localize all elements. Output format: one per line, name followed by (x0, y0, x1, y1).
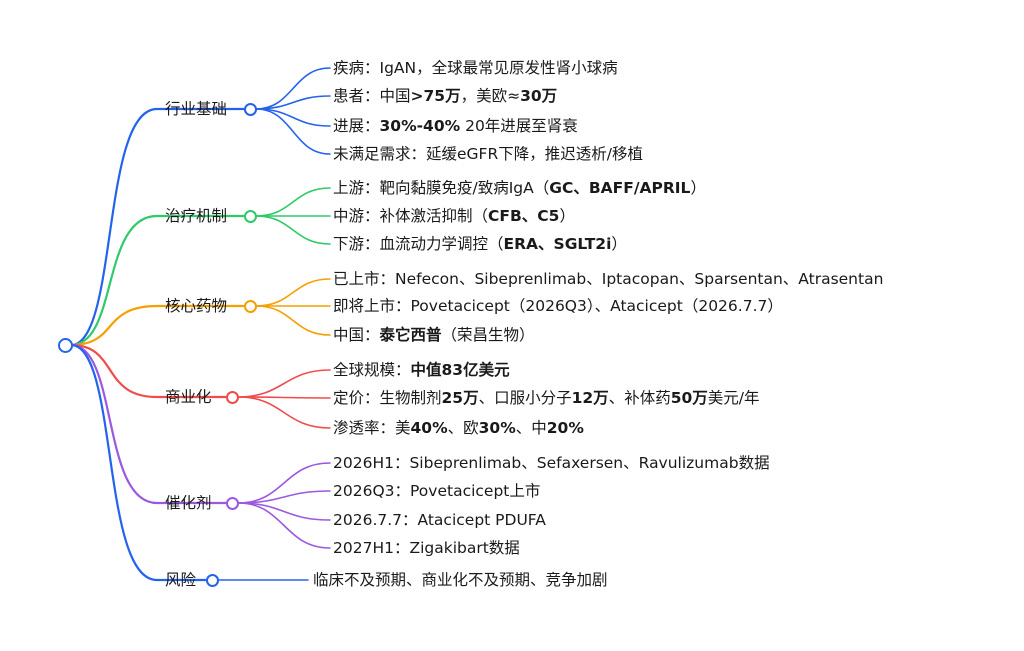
leaf-text: 进展： (333, 117, 380, 135)
leaf-text: 中国： (333, 326, 380, 344)
leaf-text: 疾病：IgAN，全球最常见原发性肾小球病 (333, 59, 618, 77)
leaf-text: 美元/年 (707, 389, 760, 407)
leaf-text-bold: 30万 (520, 87, 558, 105)
branch-node-1[interactable] (244, 210, 257, 223)
leaf-edge-0-1 (255, 95, 331, 110)
leaf-text: 已上市：Nefecon、Sibeprenlimab、Iptacopan、Spar… (333, 270, 884, 288)
leaf-text: ） (611, 235, 627, 253)
leaf-text-bold: ERA、SGLT2i (503, 235, 612, 253)
leaf-text: 即将上市：Povetacicept（2026Q3）、Atacicept（2026… (333, 297, 783, 315)
leaf-edge-0-3 (255, 108, 331, 155)
leaf-edge-3-2 (237, 396, 331, 429)
branch-node-4[interactable] (226, 497, 239, 510)
leaf-edge-3-0 (237, 369, 331, 398)
leaf-text: 、中 (515, 419, 547, 437)
leaf-edge-1-2 (255, 215, 331, 245)
branch-node-0[interactable] (244, 103, 257, 116)
leaf-edge-4-3 (237, 502, 331, 549)
leaf-text-bold: CFB、C5 (488, 207, 560, 225)
leaf-item: 上游：靶向黏膜免疫/致病IgA（GC、BAFF/APRIL） (333, 178, 706, 198)
branch-edge-4 (69, 343, 228, 505)
leaf-item: 定价：生物制剂25万、口服小分子12万、补体药50万美元/年 (333, 388, 760, 408)
leaf-item: 2026Q3：Povetacicept上市 (333, 481, 540, 501)
leaf-item: 渗透率：美40%、欧30%、中20% (333, 418, 584, 438)
leaf-text-bold: 30% (478, 419, 516, 437)
branch-label-0: 行业基础 (165, 100, 228, 118)
leaf-text: 定价：生物制剂 (333, 389, 442, 407)
leaf-text: 2026.7.7：Atacicept PDUFA (333, 511, 546, 529)
leaf-text-bold: 20% (546, 419, 584, 437)
leaf-text: （荣昌生物） (441, 326, 535, 344)
leaf-text-bold: 50万 (670, 389, 708, 407)
branch-label-4: 催化剂 (165, 494, 212, 512)
leaf-item: 2026H1：Sibeprenlimab、Sefaxersen、Ravulizu… (333, 453, 770, 473)
leaf-text: ） (690, 179, 706, 197)
leaf-text-bold: 中值83亿美元 (410, 361, 510, 379)
leaf-text: ） (559, 207, 575, 225)
root-node[interactable] (58, 338, 73, 353)
leaf-text: 2026Q3：Povetacicept上市 (333, 482, 541, 500)
leaf-edge-3-1 (237, 396, 331, 399)
leaf-text-bold: 25万 (441, 389, 479, 407)
leaf-text: 20年进展至肾衰 (460, 117, 578, 135)
leaf-text: 临床不及预期、商业化不及预期、竞争加剧 (313, 571, 608, 589)
leaf-item: 进展：30%-40% 20年进展至肾衰 (333, 116, 578, 136)
leaf-edge-2-0 (255, 278, 331, 307)
leaf-text: 中游：补体激活抑制（ (333, 207, 489, 225)
leaf-text: 、口服小分子 (478, 389, 572, 407)
leaf-text: 、欧 (447, 419, 479, 437)
leaf-item: 临床不及预期、商业化不及预期、竞争加剧 (313, 570, 608, 590)
leaf-item: 全球规模：中值83亿美元 (333, 360, 510, 380)
leaf-edge-2-2 (255, 305, 331, 336)
branch-edge-0 (69, 107, 246, 347)
leaf-edge-4-0 (237, 462, 331, 504)
branch-edge-3 (69, 343, 228, 399)
leaf-text: 渗透率：美 (333, 419, 411, 437)
leaf-item: 患者：中国>75万，美欧≈30万 (333, 86, 557, 106)
leaf-text-bold: >75万 (410, 87, 461, 105)
branch-label-1: 治疗机制 (165, 207, 228, 225)
leaf-item: 即将上市：Povetacicept（2026Q3）、Atacicept（2026… (333, 296, 783, 316)
leaf-text-bold: 泰它西普 (379, 326, 442, 344)
leaf-text: 患者：中国 (333, 87, 411, 105)
branch-edge-1 (69, 214, 246, 347)
leaf-text: 、补体药 (608, 389, 671, 407)
leaf-item: 中国：泰它西普（荣昌生物） (333, 325, 535, 345)
leaf-item: 疾病：IgAN，全球最常见原发性肾小球病 (333, 58, 618, 78)
branch-edge-2 (69, 304, 246, 347)
leaf-item: 下游：血流动力学调控（ERA、SGLT2i） (333, 234, 627, 254)
leaf-text: 全球规模： (333, 361, 411, 379)
leaf-text: 下游：血流动力学调控（ (333, 235, 504, 253)
branch-label-3: 商业化 (165, 388, 212, 406)
leaf-item: 中游：补体激活抑制（CFB、C5） (333, 206, 575, 226)
leaf-text-bold: 40% (410, 419, 448, 437)
leaf-text: 上游：靶向黏膜免疫/致病IgA（ (333, 179, 550, 197)
leaf-item: 未满足需求：延缓eGFR下降，推迟透析/移植 (333, 144, 643, 164)
leaf-item: 已上市：Nefecon、Sibeprenlimab、Iptacopan、Spar… (333, 269, 883, 289)
branch-node-2[interactable] (244, 300, 257, 313)
leaf-edge-4-2 (237, 502, 331, 521)
leaf-edge-0-0 (255, 67, 331, 110)
branch-label-2: 核心药物 (165, 297, 228, 315)
leaf-item: 2027H1：Zigakibart数据 (333, 538, 520, 558)
leaf-text-bold: GC、BAFF/APRIL (549, 179, 691, 197)
leaf-text: 未满足需求：延缓eGFR下降，推迟透析/移植 (333, 145, 643, 163)
leaf-text: 2027H1：Zigakibart数据 (333, 539, 520, 557)
leaf-text-bold: 12万 (571, 389, 609, 407)
leaf-text-bold: 30%-40% (379, 117, 461, 135)
leaf-text: 2026H1：Sibeprenlimab、Sefaxersen、Ravulizu… (333, 454, 770, 472)
leaf-edge-1-0 (255, 187, 331, 217)
branch-node-5[interactable] (206, 574, 219, 587)
leaf-edge-4-1 (237, 490, 331, 504)
branch-label-5: 风险 (165, 571, 197, 589)
leaf-edge-0-2 (255, 108, 331, 127)
leaf-text: ，美欧≈ (460, 87, 521, 105)
branch-edge-5 (69, 343, 208, 582)
branch-node-3[interactable] (226, 391, 239, 404)
leaf-item: 2026.7.7：Atacicept PDUFA (333, 510, 546, 530)
